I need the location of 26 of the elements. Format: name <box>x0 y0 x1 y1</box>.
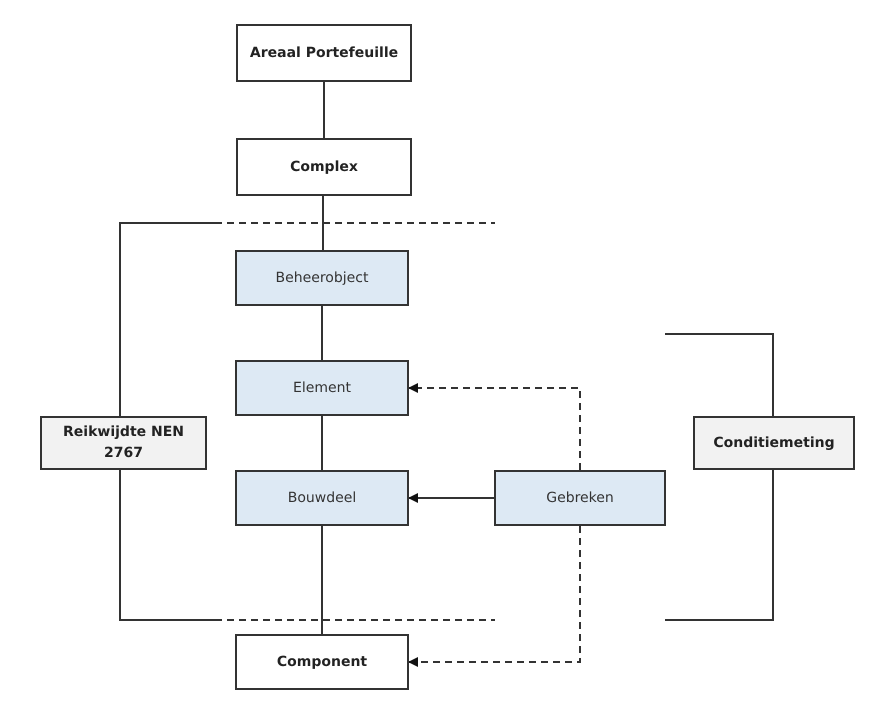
process-box <box>235 470 409 526</box>
process-box <box>236 24 412 82</box>
box-label: Reikwijdte NEN 2767 <box>62 423 185 463</box>
process-box <box>235 360 409 416</box>
box-label: Gebreken <box>546 488 614 508</box>
arrow <box>408 493 494 503</box>
arrow <box>408 383 581 470</box>
box-label: Beheerobject <box>276 268 368 288</box>
connector-line <box>322 196 324 250</box>
connector-line <box>321 416 323 470</box>
box-label: Complex <box>290 158 358 176</box>
box-label: Component <box>276 652 368 672</box>
box-label: Bouwdeel <box>288 488 356 508</box>
process-box <box>494 470 666 526</box>
process-box <box>236 138 412 196</box>
connector-line <box>321 306 323 360</box>
box-label: Conditiemeting <box>713 434 835 452</box>
connector-line <box>321 526 323 634</box>
box-label: Areaal Portefeuille <box>250 44 398 62</box>
process-box <box>235 250 409 306</box>
process-box <box>693 416 855 470</box>
arrow <box>408 526 581 667</box>
process-box <box>235 634 409 690</box>
process-box <box>40 416 207 470</box>
box-label: Element <box>293 378 351 398</box>
connector-line <box>323 82 325 138</box>
